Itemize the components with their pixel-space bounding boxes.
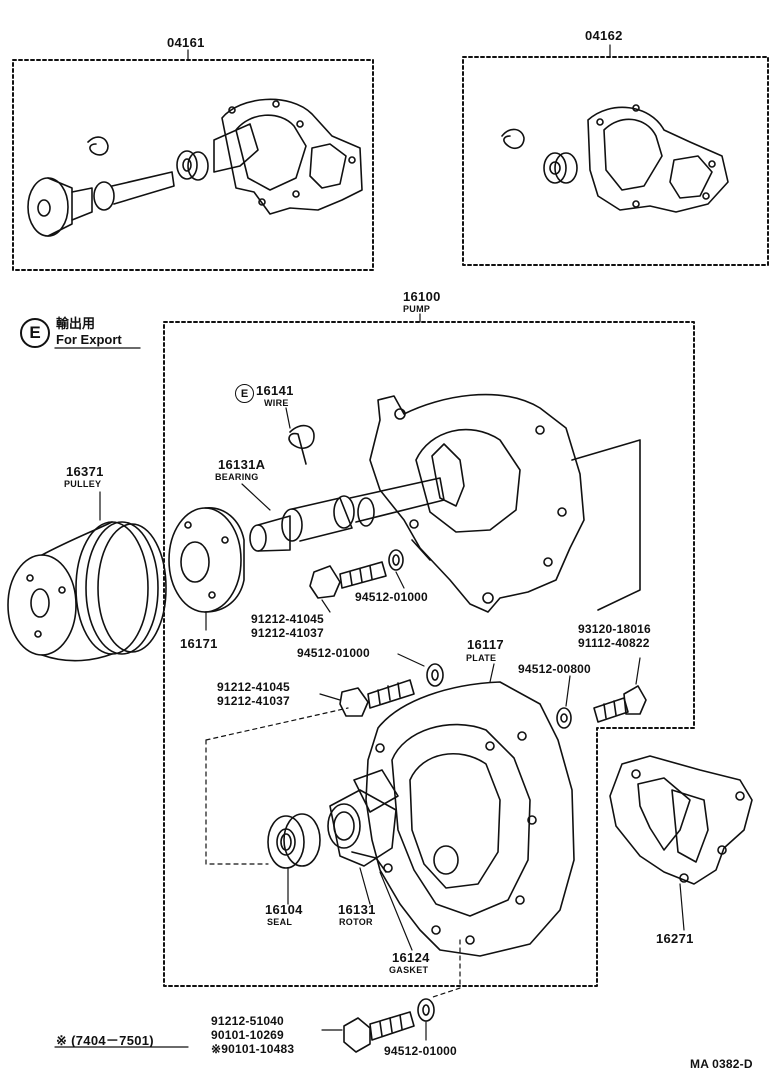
outer-gasket-part-number: 16271 [656,931,694,946]
rotor-name: ROTOR [339,917,373,927]
middle-bolt-number-a: 91212-41045 [217,680,290,694]
bearing-part-number: 16131A [218,457,266,472]
pulley-name: PULLEY [64,479,102,489]
lower-bolt-numbers: 91212-51040 90101-10269 ※90101-10483 [211,1015,294,1055]
export-symbol-icon: E [20,318,50,348]
right-bolt-number-a: 93120-18016 [578,622,651,636]
kit-04161-group [12,49,374,271]
bearing-name: BEARING [215,472,259,482]
legend-japanese: 輸出用 [56,316,96,331]
seal-name: SEAL [267,917,293,927]
upper-washer-number: 94512-01000 [355,590,428,604]
footnote: ※ (7404－7501) [56,1034,154,1047]
pump-part-number: 16100 [403,289,441,304]
pulley-part-number: 16371 [66,464,104,479]
middle-washer-number: 94512-01000 [297,646,370,660]
rotor-part-number: 16131 [338,902,376,917]
middle-bolt-number-b: 91212-41037 [217,694,290,708]
lower-bolt-marker: ※ [211,1042,222,1056]
kit-04161-label: 04161 [167,35,205,50]
upper-bolt-number-a: 91212-41045 [251,612,324,626]
footnote-marker: ※ [56,1033,68,1048]
right-bolt-number-b: 91112-40822 [578,636,650,650]
middle-fastener-drawing [319,653,444,717]
middle-bolt-numbers: 91212-41045 91212-41037 [217,681,290,707]
lower-bolt-number-c-text: 90101-10483 [221,1042,295,1056]
lower-bolt-number-c: ※90101-10483 [211,1043,294,1055]
pump-name: PUMP [403,304,431,314]
lower-bolt-number-a: 91212-51040 [211,1014,284,1028]
hub-drawing [168,507,245,631]
pulley-drawing [7,491,167,662]
plate-part-number: 16117 [467,637,504,652]
gasket-part-number: 16124 [392,950,430,965]
upper-bolt-numbers: 91212-41045 91212-41037 [251,613,324,639]
upper-bolt-drawing [309,549,405,613]
kit-04162-group [462,44,769,266]
lower-bolt-number-b: 90101-10269 [211,1028,284,1042]
hub-part-number: 16171 [180,636,218,651]
right-fastener-drawing [556,657,647,729]
right-washer-number: 94512-00800 [518,662,591,676]
plate-name: PLATE [466,653,497,663]
upper-bolt-number-b: 91212-41037 [251,626,324,640]
lower-bolt-drawing [321,939,461,1053]
kit-04162-label: 04162 [585,28,623,43]
seal-drawing [267,813,321,905]
legend-english: For Export [56,332,122,347]
wire-name: WIRE [264,398,289,408]
outer-gasket-drawing [609,755,753,931]
wire-export-icon: E [235,384,254,403]
gasket-name: GASKET [389,965,429,975]
bearing-shaft-drawing [241,477,445,552]
rotor-drawing [327,769,399,905]
seal-part-number: 16104 [265,902,303,917]
drawing-id: MA 0382-D [690,1057,753,1071]
footnote-range: (7404－7501) [71,1033,154,1048]
plate-drawing [365,663,575,957]
pump-group-outline [163,321,695,987]
wire-clip-drawing [288,424,315,465]
wire-part-number: 16141 [256,383,294,398]
pump-body-drawing [369,393,641,613]
lower-washer-number: 94512-01000 [384,1044,457,1058]
right-bolt-numbers: 93120-18016 91112-40822 [578,623,651,649]
